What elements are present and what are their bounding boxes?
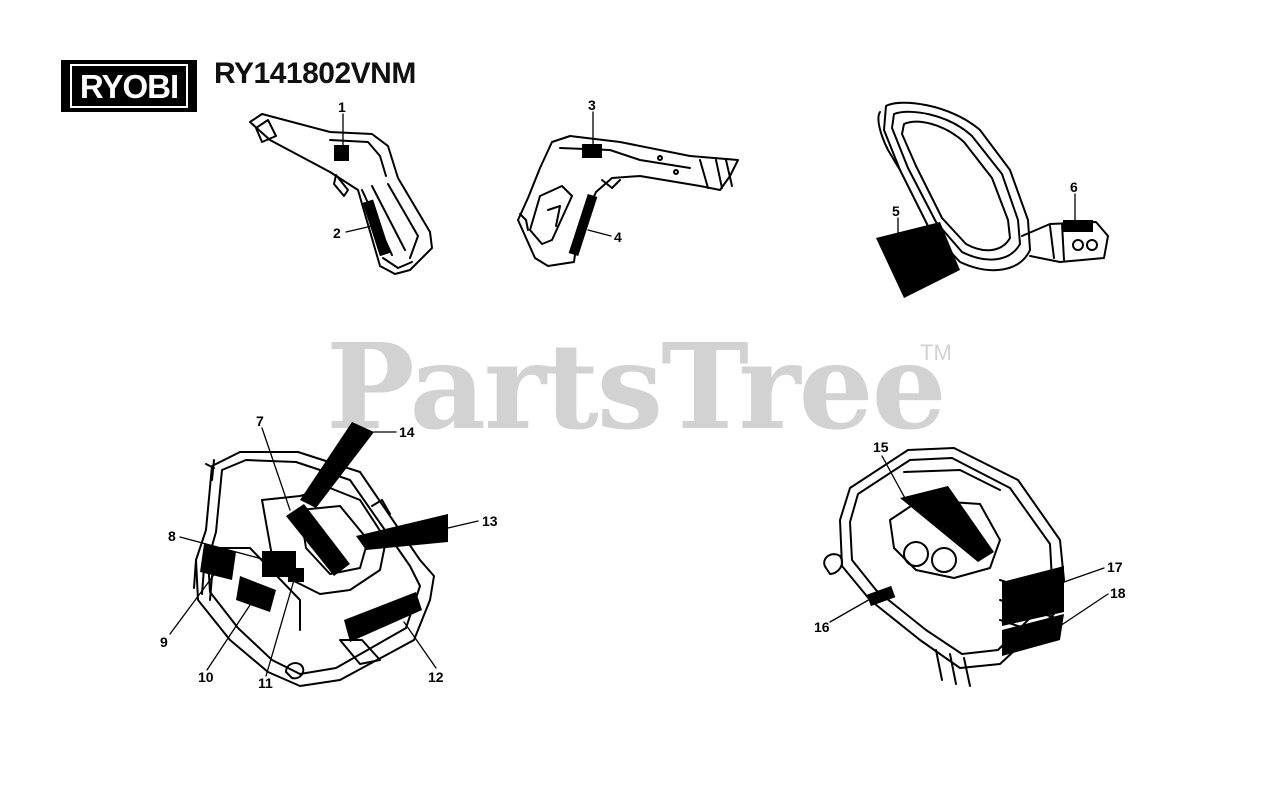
model-number: RY141802VNM [214,57,416,90]
callout-16: 16 [814,619,830,635]
callout-10: 10 [198,669,214,685]
callout-12: 12 [428,669,444,685]
watermark: PartsTree [326,317,947,456]
decal-16 [866,585,896,607]
decal-1 [334,145,349,161]
decal-10 [236,576,276,612]
callout-14: 14 [399,424,415,440]
spray-gun-center [517,135,739,267]
callout-3: 3 [588,97,596,113]
logo-text: RYOBI [69,64,189,108]
callout-9: 9 [160,634,168,650]
hose-coil [877,101,1109,272]
callout-1: 1 [338,99,346,115]
decal-14 [300,422,374,508]
callout-13: 13 [482,513,498,529]
decal-3 [582,144,602,158]
callout-7: 7 [256,413,264,429]
decal-2 [362,199,391,257]
decal-17 [1002,566,1064,626]
callout-4: 4 [614,229,622,245]
callout-8: 8 [168,528,176,544]
callout-17: 17 [1107,559,1123,575]
decal-7 [286,504,350,576]
callout-6: 6 [1070,179,1078,195]
leader-lines [169,111,1109,677]
decal-15 [900,486,994,562]
callout-5: 5 [892,203,900,219]
pressure-washer-right [823,447,1065,687]
decal-9 [200,544,236,580]
callout-15: 15 [873,439,889,455]
decal-6 [1063,220,1093,232]
decal-13 [356,514,448,550]
decal-5 [876,222,960,298]
trademark-symbol: TM [920,340,952,365]
callout-18: 18 [1110,585,1126,601]
decal-4 [568,193,598,257]
callout-2: 2 [333,225,341,241]
decal-18 [1002,614,1064,656]
callout-11: 11 [258,675,273,691]
spray-gun-left [249,113,433,275]
ryobi-logo: RYOBI [61,60,197,112]
decal-11 [288,568,304,582]
callout-labels: 1 2 3 4 5 6 7 8 9 10 11 12 13 14 15 16 1… [160,97,1126,691]
decal-12 [344,592,422,642]
